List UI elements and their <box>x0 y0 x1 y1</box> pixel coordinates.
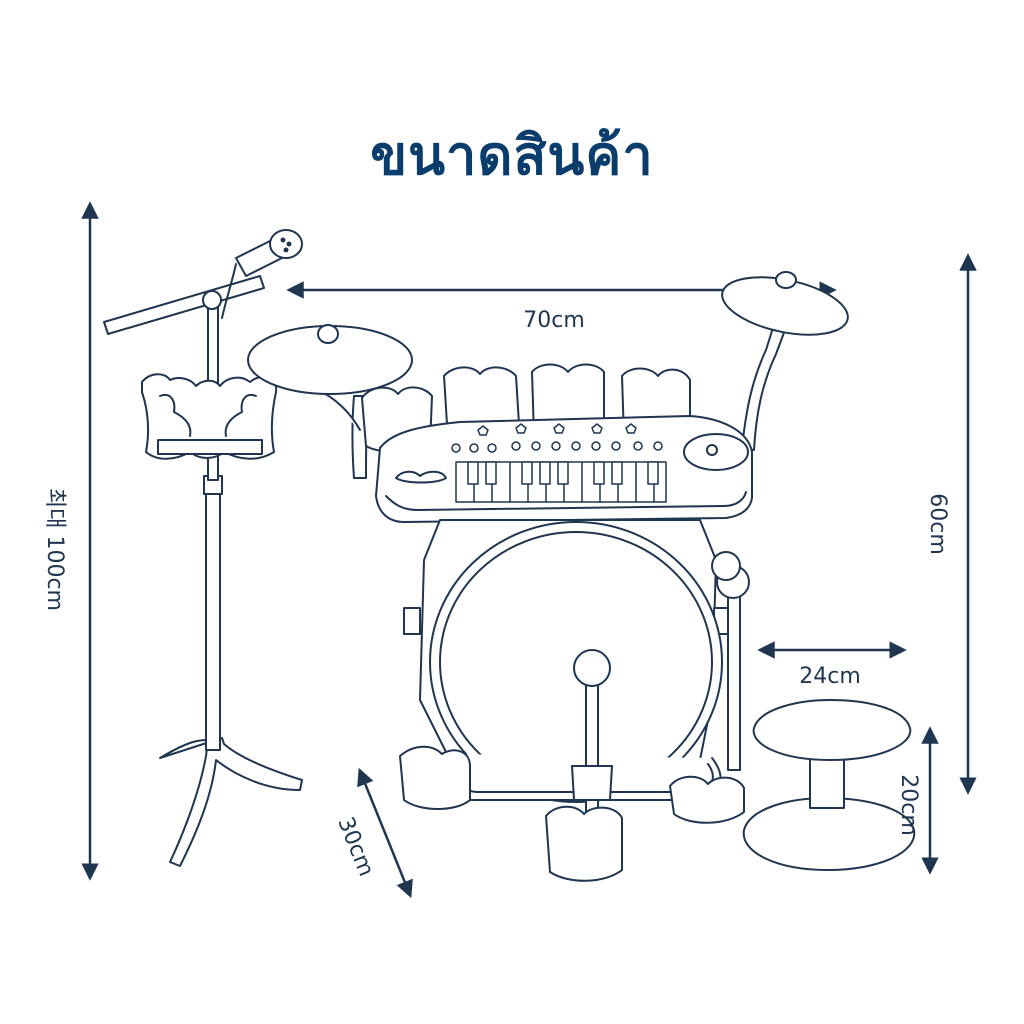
stool-icon <box>742 699 916 871</box>
depth-arrow <box>357 767 413 899</box>
dimension-arrows <box>81 201 977 899</box>
keyboard-icon <box>375 415 753 523</box>
cymbal-right-icon <box>721 271 849 451</box>
microphone-stand-icon <box>103 229 303 867</box>
cymbal-left-icon <box>247 324 413 479</box>
page-title: ขนาดสินค้า <box>370 124 654 187</box>
music-stand-icon <box>141 373 278 460</box>
pedals-icon <box>399 745 745 882</box>
stool-width-label: 24cm <box>799 664 861 689</box>
max-height-label: 최대 100cm <box>42 488 67 611</box>
stool-height-label: 20cm <box>896 774 921 836</box>
kit-height-label: 60cm <box>925 493 950 555</box>
bass-drum-icon <box>403 519 750 819</box>
width-label: 70cm <box>523 308 585 333</box>
